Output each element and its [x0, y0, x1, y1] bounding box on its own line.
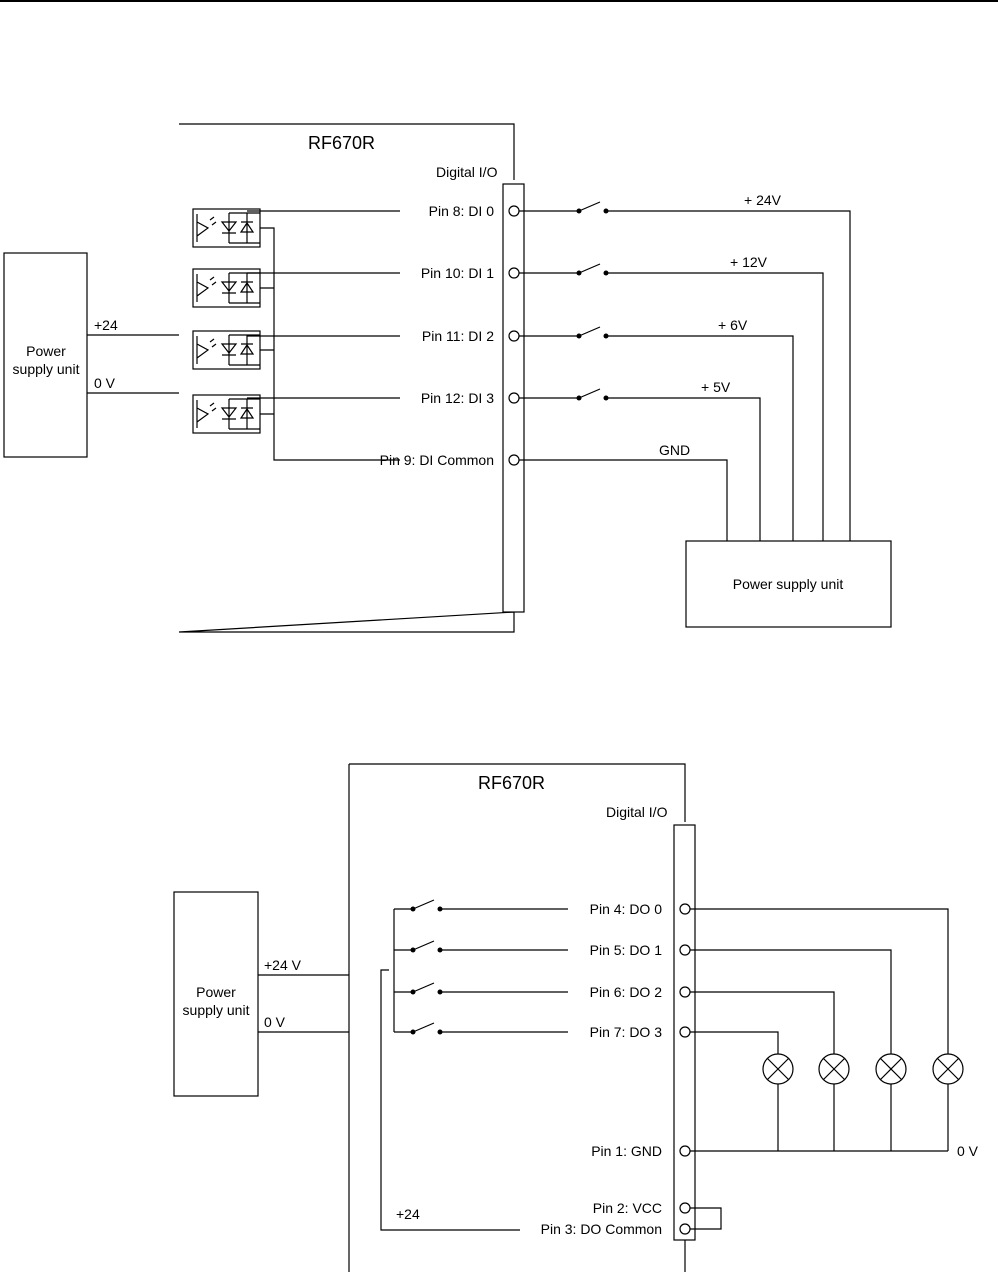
voltage-label-5v: + 5V: [701, 379, 731, 395]
pin-terminal-di0: [509, 206, 519, 216]
lamp-do1: [876, 1054, 906, 1084]
optocoupler-2: [193, 331, 260, 369]
voltage-label-12v: + 12V: [730, 254, 768, 270]
di-common-bus: [260, 228, 400, 460]
pin-terminal-gnd: [680, 1146, 690, 1156]
pin-terminal-di2: [509, 331, 519, 341]
di-common-external-wire: [519, 460, 727, 541]
do2-wire: [690, 992, 834, 1054]
pin-label-do3: Pin 7: DO 3: [590, 1024, 663, 1040]
rf670r-device-box: [179, 124, 514, 632]
optocoupler-3: [193, 395, 260, 433]
pin-terminal-di-common: [509, 455, 519, 465]
do-switch-bus: [394, 909, 413, 1032]
pin-label-do1: Pin 5: DO 1: [590, 942, 663, 958]
optocoupler-0: [193, 209, 260, 247]
psu-left-line1: Power: [26, 343, 66, 359]
di3-external-circuit: [519, 389, 760, 541]
psu-zero-label-2: 0 V: [264, 1014, 286, 1030]
pin-label-do0: Pin 4: DO 0: [590, 901, 663, 917]
pin-label-di-common: Pin 9: DI Common: [380, 452, 494, 468]
pin-terminal-vcc: [680, 1203, 690, 1213]
di2-external-circuit: [519, 327, 793, 541]
device-title-2: RF670R: [478, 773, 545, 793]
do2-switch: [411, 983, 569, 995]
psu-left-plus-label: +24: [94, 317, 118, 333]
psu-left-line2: supply unit: [13, 361, 80, 377]
voltage-label-6v: + 6V: [718, 317, 748, 333]
pin-terminal-di3: [509, 393, 519, 403]
voltage-label-gnd: GND: [659, 442, 690, 458]
pin-label-do-common: Pin 3: DO Common: [541, 1221, 662, 1237]
rf670r-device-box-2: [349, 764, 685, 1272]
psu-right-label: Power supply unit: [733, 576, 844, 592]
voltage-label-24v: + 24V: [744, 192, 782, 208]
outputs-diagram: RF670R Digital I/O Power supply unit +24…: [174, 764, 979, 1272]
lamp-return-wires: [778, 1084, 948, 1151]
pin-terminal-do-common: [680, 1224, 690, 1234]
do1-switch: [411, 941, 569, 953]
pin-label-di3: Pin 12: DI 3: [421, 390, 494, 406]
connector-label-2: Digital I/O: [606, 804, 668, 820]
pin-label-di1: Pin 10: DI 1: [421, 265, 494, 281]
inputs-diagram: RF670R Digital I/O Power supply unit +24…: [4, 124, 891, 632]
do3-wire: [690, 1032, 778, 1054]
plus24-internal-label: +24: [396, 1206, 420, 1222]
psu-line2-2: supply unit: [183, 1002, 250, 1018]
pin-label-di0: Pin 8: DI 0: [429, 203, 495, 219]
di0-external-circuit: [519, 202, 850, 541]
psu-plus-label-2: +24 V: [264, 957, 302, 973]
do-common-internal-wire: [381, 970, 520, 1230]
optocoupler-1: [193, 269, 260, 307]
di1-external-circuit: [519, 264, 823, 541]
pin-terminal-do1: [680, 945, 690, 955]
pin-label-vcc: Pin 2: VCC: [593, 1200, 662, 1216]
device-title: RF670R: [308, 133, 375, 153]
lamp-do3: [763, 1054, 793, 1084]
connector-label: Digital I/O: [436, 164, 498, 180]
pin-label-do2: Pin 6: DO 2: [590, 984, 663, 1000]
zero-volt-label: 0 V: [957, 1143, 979, 1159]
pin-terminal-do2: [680, 987, 690, 997]
do1-wire: [690, 950, 891, 1054]
do3-switch: [411, 1023, 569, 1035]
pin-label-di2: Pin 11: DI 2: [422, 328, 494, 344]
pin-terminal-do3: [680, 1027, 690, 1037]
pin-label-gnd: Pin 1: GND: [591, 1143, 662, 1159]
psu-line1-2: Power: [196, 984, 236, 1000]
do0-switch: [411, 900, 569, 912]
pin-terminal-di1: [509, 268, 519, 278]
lamp-do0: [933, 1054, 963, 1084]
pin-terminal-do0: [680, 904, 690, 914]
lamp-do2: [819, 1054, 849, 1084]
psu-left-zero-label: 0 V: [94, 375, 116, 391]
